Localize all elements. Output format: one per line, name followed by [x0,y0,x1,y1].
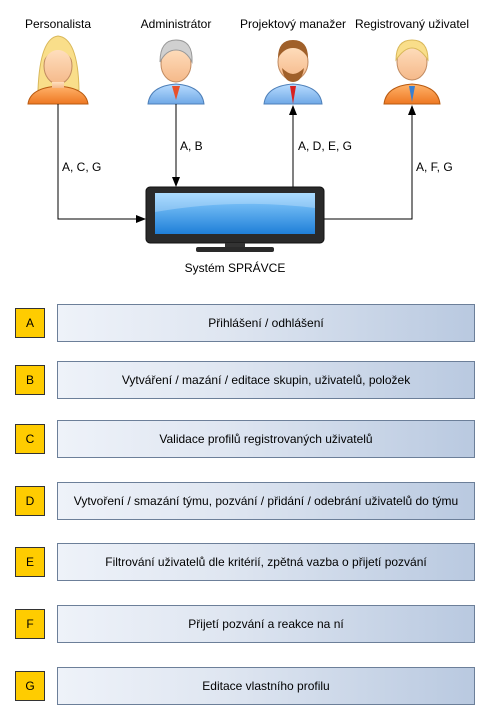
actor-label-registrovany-uzivatel: Registrovaný uživatel [354,17,470,31]
woman-blonde-orange-icon [27,35,89,105]
feature-letter-d: D [15,486,45,516]
feature-letter-c: C [15,424,45,454]
edge-label-administrator: A, B [180,139,203,153]
actor-label-personalista: Personalista [24,17,92,31]
edge-label-personalista: A, C, G [62,160,102,174]
feature-letter-b: B [15,365,45,395]
connector-registrovany-uzivatel [316,105,416,223]
feature-letter-a: A [15,308,45,338]
man-beard-blue-icon [263,40,323,105]
feature-description-g: Editace vlastního profilu [57,667,475,705]
feature-description-b: Vytváření / mazání / editace skupin, uži… [57,361,475,399]
feature-row-b: B Vytváření / mazání / editace skupin, u… [15,361,475,399]
feature-row-c: C Validace profilů registrovaných uživat… [15,420,475,458]
man-blonde-orange-icon [383,39,441,105]
feature-description-f: Přijetí pozvání a reakce na ní [57,605,475,643]
feature-row-g: G Editace vlastního profilu [15,667,475,705]
edge-label-projektovy-manazer: A, D, E, G [298,139,353,153]
feature-row-f: F Přijetí pozvání a reakce na ní [15,605,475,643]
feature-row-a: A Přihlášení / odhlášení [15,304,475,342]
system-label: Systém SPRÁVCE [184,261,286,275]
feature-description-d: Vytvoření / smazání týmu, pozvání / přid… [57,482,475,520]
feature-description-a: Přihlášení / odhlášení [57,304,475,342]
feature-description-e: Filtrování uživatelů dle kritérií, zpětn… [57,543,475,581]
edge-label-registrovany-uzivatel: A, F, G [416,160,453,174]
feature-row-d: D Vytvoření / smazání týmu, pozvání / př… [15,482,475,520]
feature-letter-g: G [15,671,45,701]
man-gray-hair-blue-icon [147,39,205,105]
actor-label-administrator: Administrátor [140,17,212,31]
feature-description-c: Validace profilů registrovaných uživatel… [57,420,475,458]
monitor-icon [145,186,325,252]
feature-letter-e: E [15,547,45,577]
feature-row-e: E Filtrování uživatelů dle kritérií, zpě… [15,543,475,581]
actor-label-projektovy-manazer: Projektový manažer [239,17,347,31]
actor-system-diagram [27,35,441,252]
connector-personalista [57,104,146,223]
feature-letter-f: F [15,609,45,639]
